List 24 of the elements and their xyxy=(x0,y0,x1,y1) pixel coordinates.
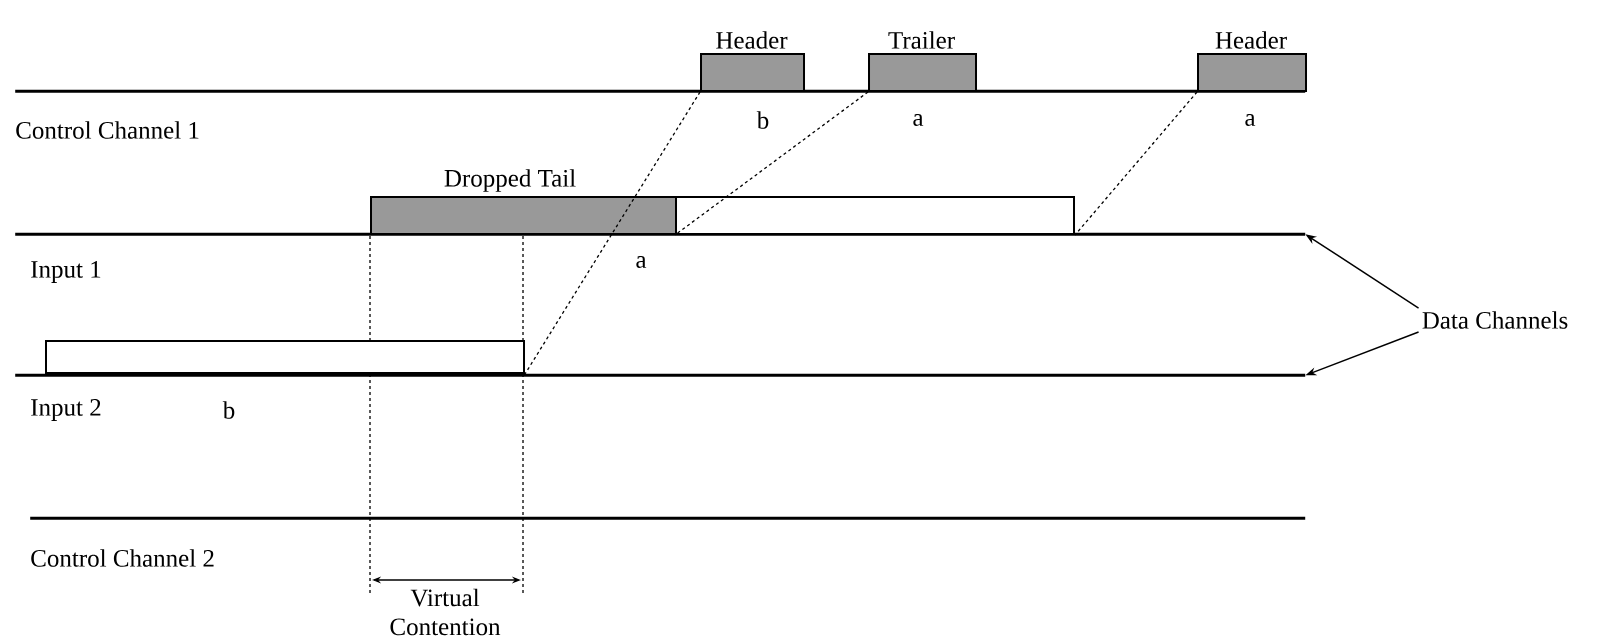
hatched-box: Dropped Tail xyxy=(370,169,677,235)
leader-line xyxy=(524,91,701,375)
hatched-box: Trailer xyxy=(868,31,977,92)
packet-box xyxy=(675,196,1075,235)
hatched-box: Header xyxy=(700,31,805,92)
beside-label: b xyxy=(222,401,235,419)
beside-label: b xyxy=(756,111,769,129)
leader-line xyxy=(674,91,869,236)
channel-label: Virtual Contention xyxy=(390,588,501,636)
channel-label: Control Channel 1 xyxy=(16,121,199,139)
channel-label: Input 2 xyxy=(31,399,101,421)
node-label: Header xyxy=(1215,31,1287,49)
packet-box xyxy=(45,340,525,374)
text-label: Data Channels xyxy=(1422,311,1568,329)
beside-label: a xyxy=(636,256,647,268)
beside-label: a xyxy=(913,114,924,126)
channel-line xyxy=(30,516,1306,520)
node-label: Dropped Tail xyxy=(444,169,576,192)
node-label: Header xyxy=(716,31,788,49)
channel-label: Control Channel 2 xyxy=(31,549,214,567)
beside-label: a xyxy=(1245,114,1256,126)
channel-label: Input 1 xyxy=(31,261,101,283)
hatched-box: Header xyxy=(1197,31,1307,92)
node-label: Trailer xyxy=(888,31,955,49)
